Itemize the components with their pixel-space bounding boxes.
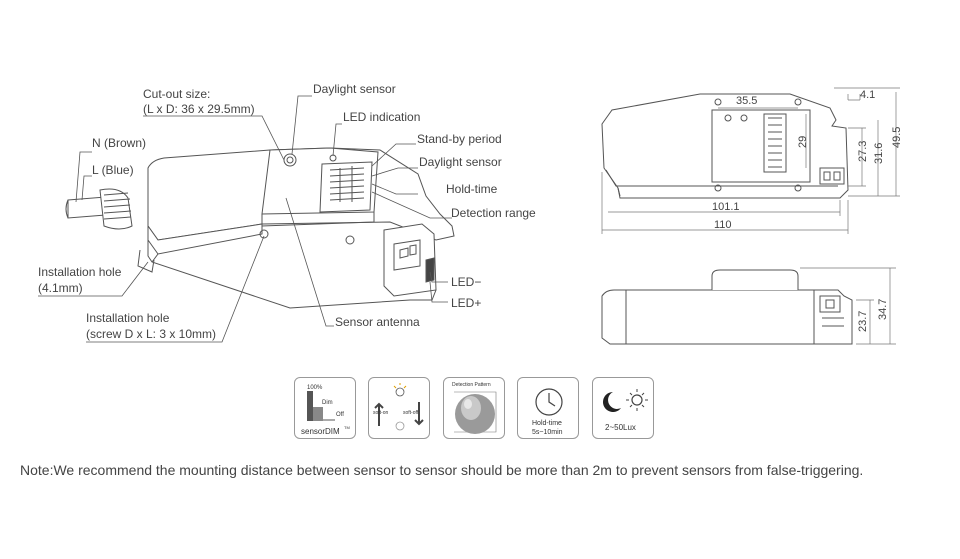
mounting-note: Note:We recommend the mounting distance … bbox=[20, 462, 864, 478]
label-led-plus: LED+ bbox=[451, 296, 481, 310]
dim-4-1: 4.1 bbox=[860, 89, 875, 101]
label-installation-hole-screw: Installation hole bbox=[86, 311, 170, 325]
cutout-title: Cut-out size: bbox=[143, 87, 210, 101]
top-view bbox=[601, 93, 849, 199]
sensordim-off-bar bbox=[323, 419, 335, 421]
label-daylight-sensor: Daylight sensor bbox=[313, 82, 396, 96]
hold-time-range: 5s~10min bbox=[532, 429, 563, 436]
sensordim-full-bar bbox=[307, 391, 313, 421]
side-view bbox=[601, 269, 853, 345]
sensordim-icon: 100% Dim Off sensorDIM TM bbox=[294, 377, 356, 439]
label-sensor-antenna: Sensor antenna bbox=[335, 315, 420, 329]
lux-range-label: 2~50Lux bbox=[605, 423, 636, 432]
dim-101-1: 101.1 bbox=[712, 201, 740, 213]
label-led-minus: LED− bbox=[451, 275, 481, 289]
perspective-view bbox=[65, 147, 455, 309]
sensordim-name: sensorDIM bbox=[301, 427, 340, 436]
dim-31-6: 31.6 bbox=[873, 143, 885, 164]
label-standby-period: Stand-by period bbox=[417, 132, 502, 146]
dim-34-7: 34.7 bbox=[877, 299, 889, 320]
label-l-blue: L (Blue) bbox=[92, 163, 134, 177]
sensordim-dim-label: Dim bbox=[322, 400, 333, 406]
label-led-indication: LED indication bbox=[343, 110, 420, 124]
side-view-dimension-lines bbox=[800, 267, 896, 345]
detection-pattern-title: Detection Pattern bbox=[452, 382, 491, 388]
label-hold-time: Hold-time bbox=[446, 182, 498, 196]
dim-27-3: 27.3 bbox=[857, 141, 869, 162]
sensordim-off-label: Off bbox=[336, 412, 344, 418]
sensordim-dim-bar bbox=[313, 407, 323, 421]
arrow-up-icon bbox=[374, 402, 384, 426]
bulb-on-icon bbox=[395, 387, 405, 397]
soft-on-soft-off-icon: soft-on soft-off bbox=[368, 377, 430, 439]
label-detection-range: Detection range bbox=[451, 206, 536, 220]
sensordim-100-label: 100% bbox=[307, 385, 323, 391]
label-n-brown: N (Brown) bbox=[92, 136, 146, 150]
side-view-dimensions: 23.7 34.7 bbox=[857, 299, 889, 332]
label-installation-hole-size: (4.1mm) bbox=[38, 281, 83, 295]
hold-time-label: Hold-time bbox=[532, 420, 562, 427]
label-installation-hole: Installation hole bbox=[38, 265, 122, 279]
soft-off-label: soft-off bbox=[403, 410, 419, 416]
label-daylight-sensor-switch: Daylight sensor bbox=[419, 155, 502, 169]
hold-time-icon: Hold-time 5s~10min bbox=[517, 377, 579, 439]
callout-leaders bbox=[38, 95, 452, 343]
dim-35-5: 35.5 bbox=[736, 95, 757, 107]
top-view-dimensions: 35.5 4.1 29 27.3 31.6 49.5 101.1 110 bbox=[712, 89, 903, 231]
dim-49-5: 49.5 bbox=[891, 127, 903, 148]
sensordim-tm: TM bbox=[344, 425, 350, 430]
soft-on-label: soft-on bbox=[373, 410, 389, 416]
moon-icon bbox=[603, 392, 621, 412]
sun-icon bbox=[631, 394, 643, 406]
dim-23-7: 23.7 bbox=[857, 311, 869, 332]
top-view-dimension-lines bbox=[601, 87, 900, 234]
clock-icon bbox=[535, 388, 563, 416]
cutout-value: (L x D: 36 x 29.5mm) bbox=[143, 102, 255, 116]
label-installation-hole-screw-size: (screw D x L: 3 x 10mm) bbox=[86, 327, 216, 341]
daylight-lux-icon: 2~50Lux bbox=[592, 377, 654, 439]
bulb-off-icon bbox=[395, 421, 405, 431]
arrow-down-icon bbox=[414, 402, 424, 426]
callout-labels: Cut-out size: (L x D: 36 x 29.5mm) Dayli… bbox=[38, 82, 536, 341]
dim-29: 29 bbox=[797, 136, 809, 148]
detection-pattern-icon: Detection Pattern bbox=[443, 377, 505, 439]
dim-110: 110 bbox=[714, 219, 732, 231]
